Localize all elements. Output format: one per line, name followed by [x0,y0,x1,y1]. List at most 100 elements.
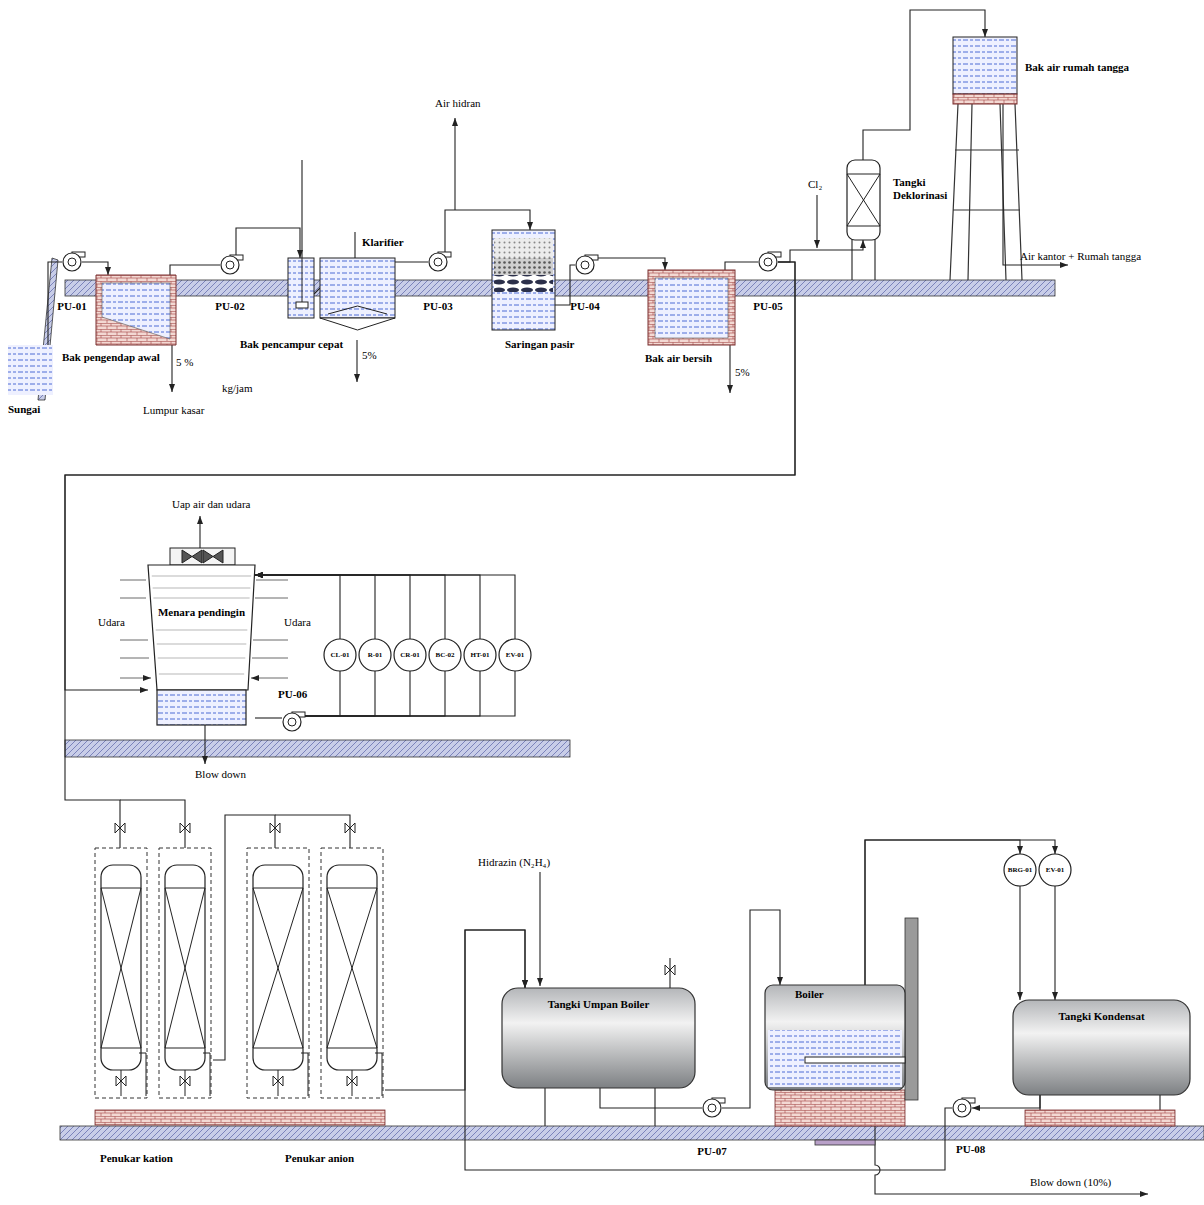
equipment-outline [1004,854,1036,886]
annotation-label: Blow down (10%) [1030,1176,1111,1189]
pump-outline [282,712,302,732]
annotation-label: Udara [98,616,125,629]
equipment-circle: EV-01 [499,639,531,671]
equipment-outline [359,639,391,671]
brick-base [1025,1110,1175,1126]
pipe-connector [302,671,480,716]
valve-symbol [347,1076,357,1086]
annotation-label: 5% [735,366,750,379]
outlet-pipe [352,1053,382,1096]
node-label: PU-05 [753,300,782,313]
valve-symbol [665,965,675,975]
brick-base [775,1090,905,1126]
clarifier-outline [320,258,395,330]
node-label: BRG-01 [1008,866,1033,874]
node-label: PU-02 [215,300,244,313]
pump-outline [428,252,448,272]
vessel-body [847,160,880,240]
equipment-outline [429,639,461,671]
pipe-connector [865,840,1055,985]
exchanger-column [327,865,377,1070]
clarifier-cone [320,318,395,330]
process-pipe [816,195,817,248]
valve-symbol [180,823,190,833]
pipe-connector [302,671,375,716]
process-pipe [454,118,455,210]
process-pipe [729,345,730,393]
annotation-label: Udara [284,616,311,629]
pipe-connector [255,575,410,639]
process-pipe [171,345,172,392]
pump-outline [758,252,778,272]
valve-symbol [345,823,355,833]
clean-water-basin-outline [648,270,735,345]
anion-exchanger-outline [245,848,385,1098]
node-label: Bak pencampur cepat [240,338,343,351]
dechlorination-tank: Tangki Deklorinasi [847,160,880,240]
pump-impeller [764,258,772,266]
node-label: R-01 [368,651,382,659]
clarifier-body [320,258,395,318]
tank-body [288,258,314,318]
process-pipe [199,516,200,548]
boiler: Boiler [765,985,905,1090]
process-pipe [875,1090,1148,1194]
support-structure [1040,1095,1160,1110]
pump: PU-03 [428,252,448,272]
mixing-tank-outline [288,258,314,318]
node-label: PU-07 [697,1145,726,1158]
pump-impeller [68,258,76,266]
fan [170,548,235,565]
pump: PU-07 [702,1098,722,1118]
node-label: Sungai [8,403,40,416]
pipe-connector [255,575,515,639]
node-label: HT-01 [471,651,490,659]
pump-impeller [226,261,234,269]
resin-bed [165,888,205,1048]
process-pipe [669,958,670,988]
pipe-connector [255,575,445,639]
annotation-label: Air kantor + Rumah tangga [1020,250,1141,263]
tower-basin [157,690,246,725]
basin-water [102,283,170,339]
pump-casing [576,256,594,274]
node-label: EV-01 [506,651,525,659]
exchanger-column [253,865,303,1070]
pipe-connector [255,717,282,718]
ground-band [65,740,570,757]
node-label: Saringan pasir [505,338,574,351]
node-label: Bak pengendap awal [62,351,160,364]
node-label: EV-01 [1046,866,1065,874]
basin-wall [96,275,176,345]
settling-basin: Bak pengendap awal [96,275,176,345]
filter-body [492,230,555,330]
process-pipe [120,104,1148,1194]
dashed-enclosure [159,848,211,1098]
pipe-connector [302,671,445,716]
cooling-tower-outline [148,548,255,725]
node-label: PU-01 [57,300,86,313]
ground-band [60,280,1204,1140]
tank-shell [1013,1000,1190,1095]
node-label: PU-08 [956,1143,985,1156]
pipe-connector [1054,886,1055,1000]
fine-sand [494,238,553,258]
equipment-outline [1039,854,1071,886]
packing [847,174,880,226]
node-label: Bak air bersih [645,352,712,365]
mixing-tank: Bak pencampur cepat [288,258,314,318]
dashed-enclosure [321,848,383,1098]
tower-shell [148,565,255,690]
resin-bed [327,888,377,1048]
annotation-label: Blow down [195,768,246,781]
outlet-pipe [121,1053,146,1096]
gravel [494,275,553,292]
node-label: Boiler [795,988,824,1001]
annotation-label: Lumpur kasar [143,404,204,417]
pump-outline [575,255,595,275]
pipe-connector [170,265,220,275]
resin-bed [253,888,303,1048]
support-structure [950,104,1022,280]
anion-exchanger: Penukar anion [245,848,385,1098]
